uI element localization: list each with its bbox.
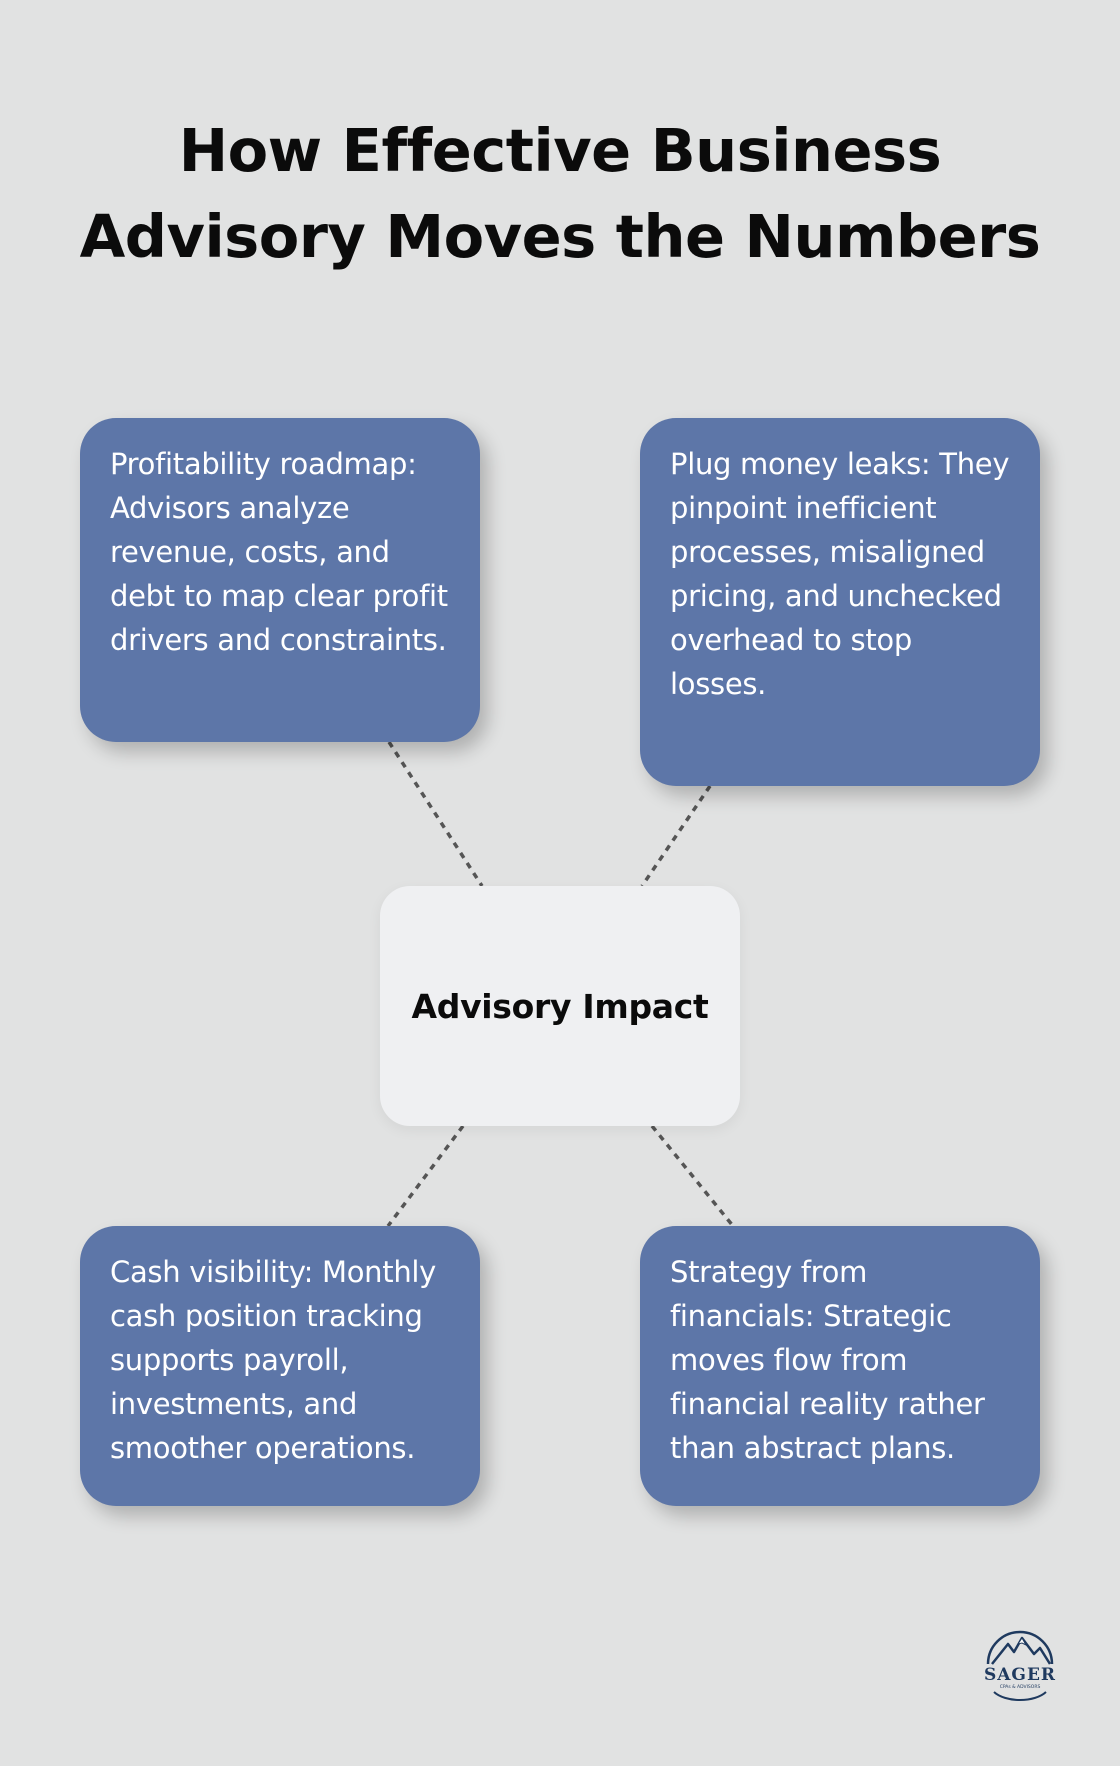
connector-top-left xyxy=(387,741,484,887)
logo-tagline: CPAs & ADVISORS xyxy=(1000,1684,1041,1690)
card-text: Profitability roadmap: Advisors analyze … xyxy=(110,447,448,657)
connector-top-right xyxy=(640,785,712,887)
center-node: Advisory Impact xyxy=(380,886,740,1126)
center-label: Advisory Impact xyxy=(411,986,709,1026)
card-text: Plug money leaks: They pinpoint ineffici… xyxy=(670,447,1010,701)
card-text: Cash visibility: Monthly cash position t… xyxy=(110,1255,437,1465)
page-title: How Effective Business Advisory Moves th… xyxy=(0,108,1120,280)
title-line-1: How Effective Business xyxy=(178,116,942,185)
connector-bottom-right xyxy=(650,1124,735,1228)
card-profitability-roadmap: Profitability roadmap: Advisors analyze … xyxy=(80,418,480,742)
card-plug-money-leaks: Plug money leaks: They pinpoint ineffici… xyxy=(640,418,1040,786)
mountain-icon: SAGER CPAs & ADVISORS xyxy=(984,1630,1056,1702)
card-text: Strategy from financials: Strategic move… xyxy=(670,1255,985,1465)
sager-logo: SAGER CPAs & ADVISORS xyxy=(978,1628,1062,1704)
connector-bottom-left xyxy=(386,1124,465,1228)
title-line-2: Advisory Moves the Numbers xyxy=(79,202,1041,271)
card-strategy-from-financials: Strategy from financials: Strategic move… xyxy=(640,1226,1040,1506)
card-cash-visibility: Cash visibility: Monthly cash position t… xyxy=(80,1226,480,1506)
logo-wordmark: SAGER xyxy=(984,1665,1056,1685)
